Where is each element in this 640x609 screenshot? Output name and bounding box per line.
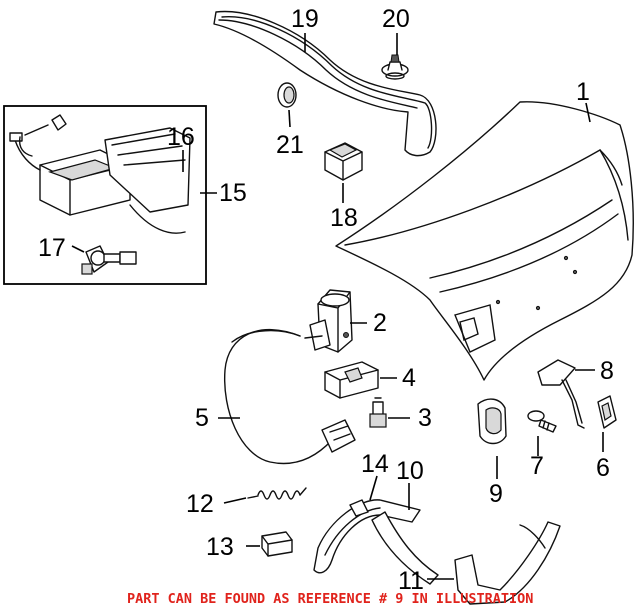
part-18-license-lamp xyxy=(324,142,363,181)
part-8-handle xyxy=(537,359,585,429)
callout-14: 14 xyxy=(361,450,389,478)
part-6-clip xyxy=(597,395,617,429)
part-21-grommet xyxy=(277,82,297,108)
callout-numbers: 1 2 3 4 5 6 7 8 9 10 11 12 13 14 15 16 1… xyxy=(38,5,614,595)
part-13-pad xyxy=(261,531,293,557)
callout-20: 20 xyxy=(382,5,410,33)
callout-9: 9 xyxy=(489,480,503,508)
callout-19: 19 xyxy=(291,5,319,33)
part-3-bumper xyxy=(369,397,387,428)
callout-7: 7 xyxy=(530,452,544,480)
callout-18: 18 xyxy=(330,204,358,232)
callout-3: 3 xyxy=(418,404,432,432)
part-7-screw xyxy=(527,410,557,433)
inset-box xyxy=(3,105,207,285)
part-12-spring xyxy=(247,487,307,500)
callout-8: 8 xyxy=(600,357,614,385)
reference-note: PART CAN BE FOUND AS REFERENCE # 9 IN IL… xyxy=(127,591,533,607)
part-9-cover xyxy=(477,398,507,445)
leader-lines xyxy=(71,33,604,580)
part-17-actuator xyxy=(81,245,137,275)
callout-2: 2 xyxy=(373,309,387,337)
callout-4: 4 xyxy=(402,364,416,392)
callout-11: 11 xyxy=(398,567,424,595)
callout-5: 5 xyxy=(195,404,209,432)
callout-17: 17 xyxy=(38,234,66,262)
part-16-closing-motor xyxy=(9,114,191,234)
part-11-hinge-arm xyxy=(454,521,561,605)
part-10-hinge xyxy=(313,499,439,585)
callout-15: 15 xyxy=(219,179,247,207)
callout-6: 6 xyxy=(596,454,610,482)
callout-1: 1 xyxy=(576,78,590,106)
part-4-striker xyxy=(324,361,379,399)
callout-13: 13 xyxy=(206,533,234,561)
part-1-trunk-lid xyxy=(335,101,634,381)
callout-16: 16 xyxy=(167,123,195,151)
part-2-latch xyxy=(304,289,353,353)
part-19-weatherstrip xyxy=(213,10,437,157)
callout-21: 21 xyxy=(276,131,304,159)
callout-10: 10 xyxy=(396,457,424,485)
part-20-clip xyxy=(381,54,409,80)
callout-12: 12 xyxy=(186,490,214,518)
